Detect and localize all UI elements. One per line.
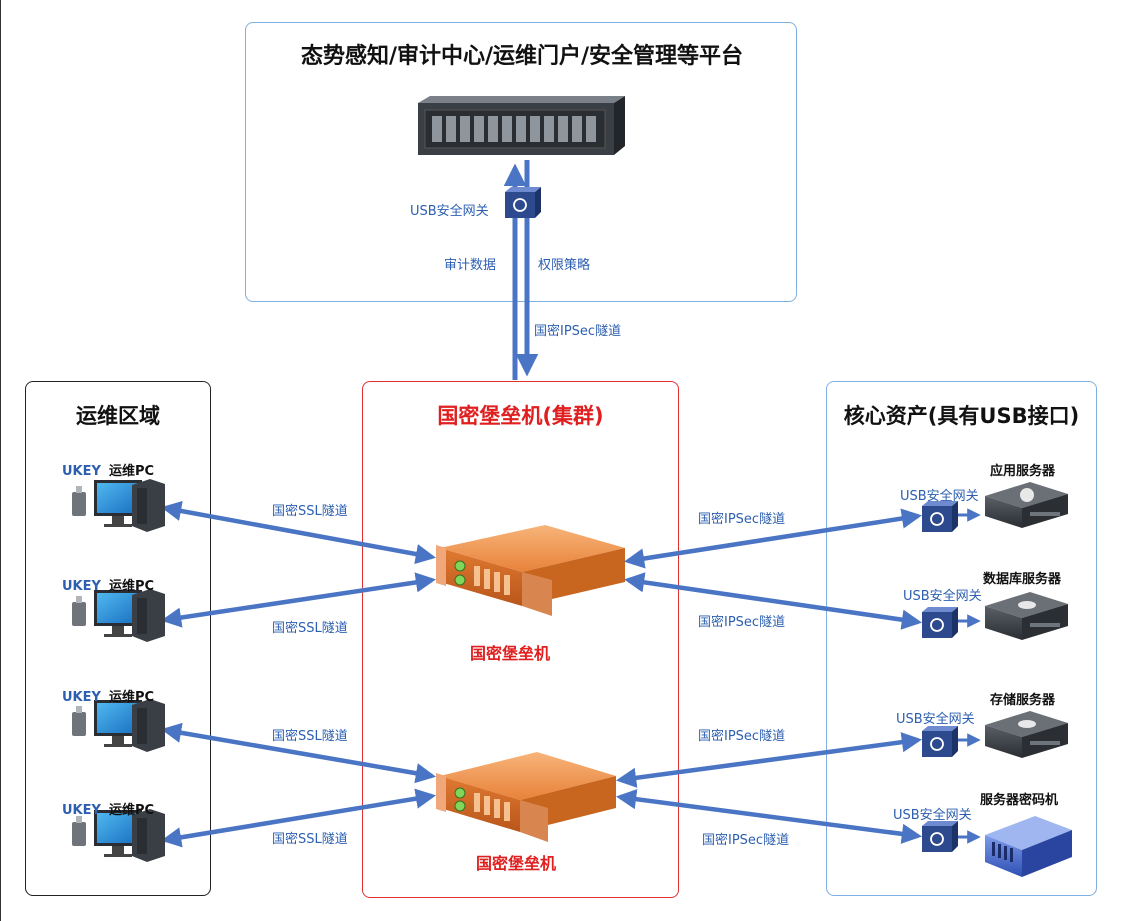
ssl-tunnel-label: 国密SSL隧道	[272, 832, 348, 847]
ops-pc-icon	[72, 479, 165, 532]
ukey-label: UKEY	[62, 690, 101, 705]
usb-gateway-icon	[922, 501, 958, 532]
ssl-tunnel-label: 国密SSL隧道	[272, 504, 348, 519]
usb-gateway-icon	[922, 821, 958, 852]
usb-gateway-label: USB安全网关	[900, 489, 979, 504]
bastion-node-label: 国密堡垒机	[476, 854, 557, 873]
ipsec-tunnel-label: 国密IPSec隧道	[698, 615, 786, 630]
ops-pc-label: 运维PC	[108, 803, 155, 818]
policy-label: 权限策略	[538, 258, 591, 273]
ipsec-tunnel-label: 国密IPSec隧道	[698, 512, 786, 527]
ops-zone-title: 运维区域	[76, 404, 160, 428]
bastion-node-icon	[436, 752, 616, 842]
ssl-tunnel-label: 国密SSL隧道	[272, 729, 348, 744]
ops-terminal-label: UKEY 运维PC	[62, 575, 154, 594]
ssl-tunnel-label: 国密SSL隧道	[272, 621, 348, 636]
platform-title: 态势感知/审计中心/运维门户/安全管理等平台	[300, 44, 744, 69]
top-rack-server-icon	[418, 96, 625, 155]
ops-terminal-label: UKEY 运维PC	[62, 799, 154, 818]
ops-pc-label: 运维PC	[108, 579, 155, 594]
top-usb-gateway-label: USB安全网关	[410, 204, 489, 219]
audit-data-label: 审计数据	[444, 258, 497, 273]
usb-gateway-label: USB安全网关	[893, 808, 972, 823]
ops-pc-label: 运维PC	[108, 464, 155, 479]
server-name-label: 数据库服务器	[983, 572, 1062, 587]
core-assets-panel	[826, 381, 1097, 896]
ukey-label: UKEY	[62, 803, 101, 818]
ukey-label: UKEY	[62, 464, 101, 479]
usb-gateway-icon	[922, 726, 958, 757]
usb-gateway-icon	[922, 607, 958, 638]
ops-pc-icon	[72, 809, 165, 862]
platform-panel	[245, 22, 797, 302]
ops-pc-icon	[72, 589, 165, 642]
cluster-title: 国密堡垒机(集群)	[437, 404, 604, 428]
ops-terminal-label: UKEY 运维PC	[62, 460, 154, 479]
bastion-cluster-panel	[362, 381, 679, 898]
bastion-node-label: 国密堡垒机	[470, 644, 551, 663]
crypto-machine-icon	[985, 816, 1072, 877]
ops-zone-panel	[25, 381, 211, 896]
top-usb-gateway-icon	[505, 187, 541, 218]
top-ipsec-tunnel-label: 国密IPSec隧道	[534, 324, 622, 339]
ukey-label: UKEY	[62, 579, 101, 594]
server-name-label: 服务器密码机	[980, 793, 1059, 808]
ops-pc-icon	[72, 699, 165, 752]
ipsec-tunnel-label: 国密IPSec隧道	[698, 729, 786, 744]
ipsec-tunnel-label: 国密IPSec隧道	[702, 833, 790, 848]
ops-pc-label: 运维PC	[108, 690, 155, 705]
core-assets-title: 核心资产(具有USB接口)	[843, 404, 1080, 428]
bastion-node-icon	[436, 525, 625, 616]
server-name-label: 存储服务器	[990, 693, 1056, 708]
server-name-label: 应用服务器	[990, 464, 1056, 479]
storage-server-icon	[985, 711, 1068, 758]
application-server-icon	[985, 482, 1068, 528]
usb-gateway-label: USB安全网关	[896, 712, 975, 727]
ops-terminal-label: UKEY 运维PC	[62, 686, 154, 705]
usb-gateway-label: USB安全网关	[903, 589, 982, 604]
database-server-icon	[985, 592, 1068, 640]
frame-edge	[0, 0, 1, 921]
